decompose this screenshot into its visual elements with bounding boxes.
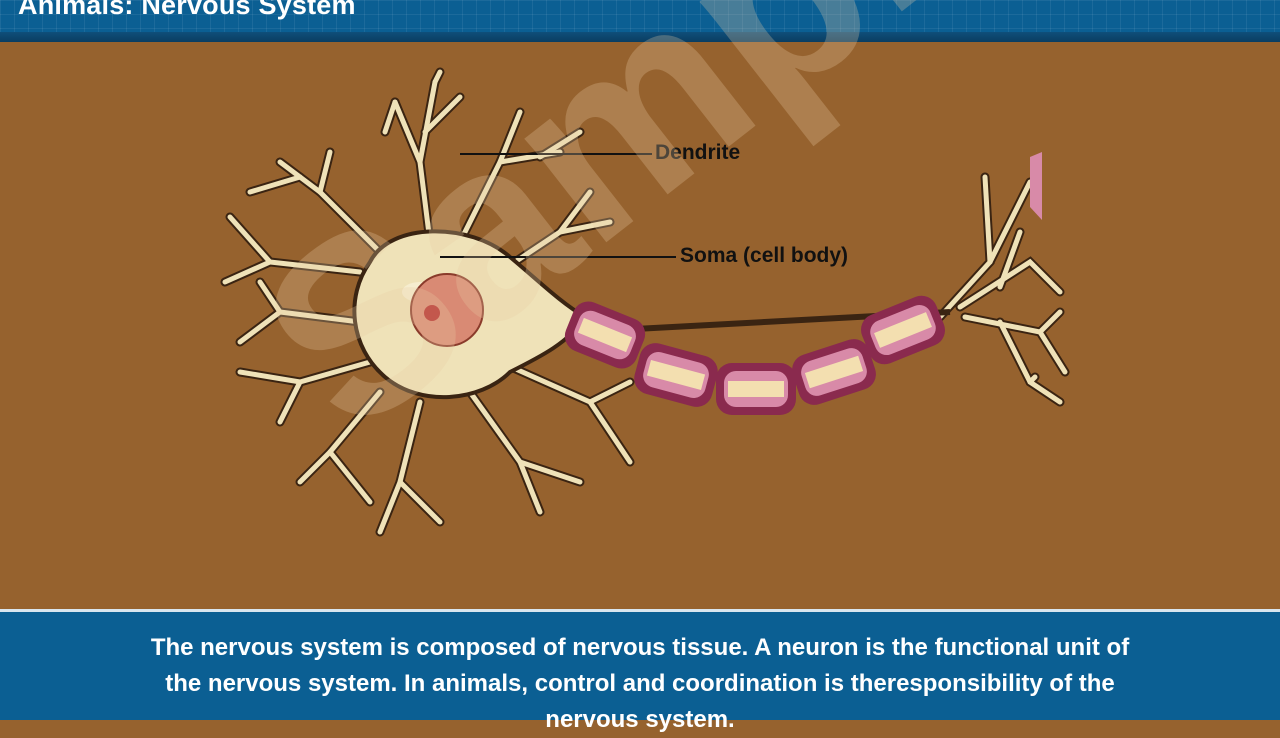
nucleus bbox=[410, 273, 484, 347]
neuron-diagram: Dendrite Soma (cell body) bbox=[0, 42, 1280, 609]
neuron-illustration bbox=[220, 67, 1070, 537]
slide-title: Animals: Nervous System bbox=[18, 0, 356, 20]
slide-header: Animals: Nervous System bbox=[0, 0, 1280, 32]
nucleolus bbox=[424, 305, 440, 321]
header-rule bbox=[0, 32, 1280, 42]
caption-text: The nervous system is composed of nervou… bbox=[150, 634, 1130, 733]
caption-bar: The nervous system is composed of nervou… bbox=[0, 609, 1280, 733]
dendrites bbox=[220, 67, 1070, 537]
dendrite-label: Dendrite bbox=[655, 141, 741, 164]
axon-terminal-tip bbox=[1030, 152, 1042, 220]
soma-label: Soma (cell body) bbox=[680, 244, 849, 267]
myelin-sheath bbox=[564, 295, 951, 415]
